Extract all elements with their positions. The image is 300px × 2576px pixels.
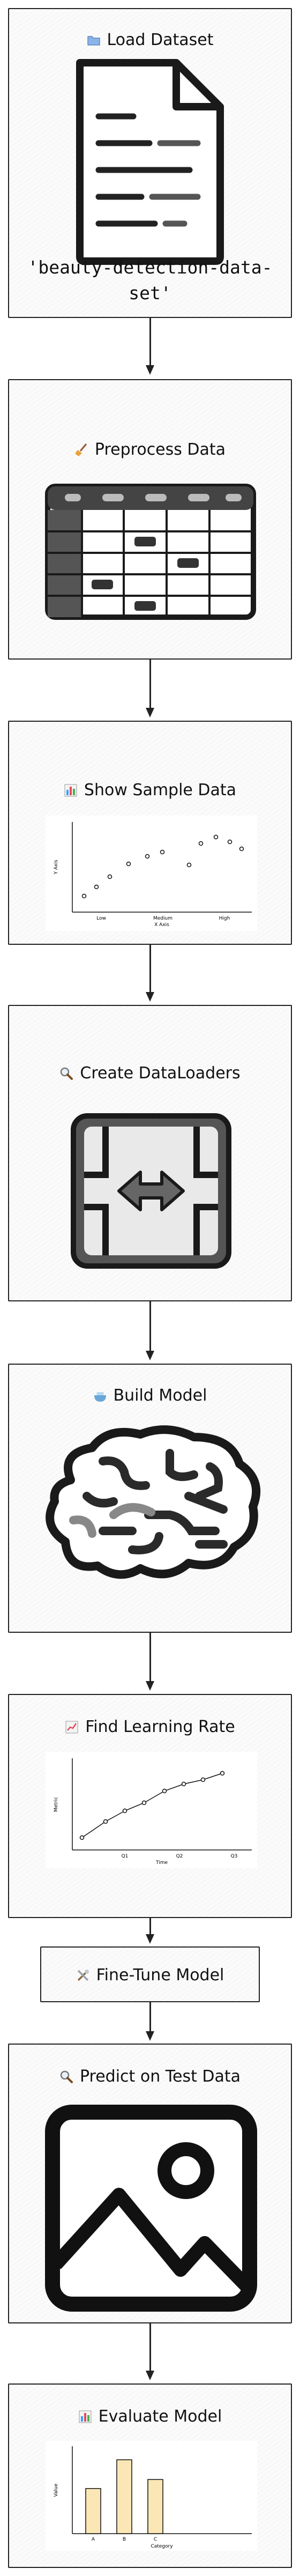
bar [116, 2459, 132, 2534]
y-axis-label: Value [54, 2483, 59, 2497]
x-axis-label: Category [151, 2544, 173, 2549]
node-title: Fine-Tune Model [41, 1966, 259, 1985]
node-title: Build Model [9, 1386, 291, 1405]
line-point [122, 1808, 128, 1813]
node-find-learning-rate[interactable]: Find Learning Rate Q1 Q2 Q3 Time Metric [8, 1694, 292, 1918]
scatter-point [107, 874, 112, 879]
bar-chart-icon [64, 783, 78, 797]
tick-label: Q1 [122, 1854, 129, 1859]
node-title: Load Dataset [9, 31, 291, 49]
node-title: Preprocess Data [9, 440, 291, 459]
scatter-point [213, 834, 219, 840]
scatter-point [81, 893, 87, 899]
broom-icon [74, 442, 88, 456]
line-point [79, 1835, 85, 1840]
line-point [141, 1800, 147, 1805]
bar-chart-icon [78, 2409, 92, 2423]
tick-label: High [219, 916, 230, 921]
brain-icon [46, 1425, 261, 1579]
tools-icon [76, 1968, 90, 1982]
line-point [103, 1819, 108, 1824]
tick-label: A [92, 2537, 95, 2542]
x-axis-label: Time [155, 1860, 168, 1866]
line-point [181, 1781, 186, 1787]
bar [85, 2488, 101, 2534]
tick-label: Medium [153, 916, 172, 921]
node-create-dataloaders[interactable]: Create DataLoaders [8, 1005, 292, 1301]
node-build-model[interactable]: Build Model [8, 1364, 292, 1633]
trend-chart-icon [65, 1720, 79, 1734]
line-point [200, 1777, 206, 1782]
scatter-point [227, 839, 232, 845]
line-point [220, 1771, 225, 1776]
line-point [162, 1788, 167, 1794]
tick-label: C [154, 2537, 157, 2542]
scatter-point [239, 846, 244, 852]
table-icon [45, 484, 256, 620]
magnifier-icon [59, 2069, 73, 2083]
document-icon [76, 59, 224, 265]
scatter-point [198, 841, 204, 846]
tick-label: B [123, 2537, 126, 2542]
node-title: Evaluate Model [9, 2407, 291, 2426]
node-evaluate-model[interactable]: Evaluate Model A B C Category Value [8, 2383, 292, 2568]
node-predict-test-data[interactable]: Predict on Test Data [8, 2044, 292, 2323]
node-title: Show Sample Data [9, 781, 291, 800]
magnifier-icon [59, 1066, 73, 1080]
scatter-point [186, 862, 192, 868]
tick-label: Q2 [176, 1854, 183, 1859]
node-fine-tune-model[interactable]: Fine-Tune Model [40, 1946, 260, 2002]
node-title: Find Learning Rate [9, 1718, 291, 1736]
bar [147, 2479, 163, 2534]
image-icon [45, 2105, 257, 2312]
x-axis-label: X Axis [154, 922, 169, 928]
learning-rate-chart: Q1 Q2 Q3 Time Metric [54, 1758, 252, 1866]
scatter-point [160, 849, 165, 855]
scatter-chart: Low Medium High X Axis Y Axis [54, 822, 252, 928]
node-show-sample-data[interactable]: Show Sample Data Low Medium High X Axis … [8, 721, 292, 945]
evaluation-bar-chart: A B C Category Value [54, 2446, 252, 2549]
y-axis-label: Metric [54, 1797, 59, 1812]
folder-icon [87, 33, 101, 47]
y-axis-label: Y Axis [54, 860, 59, 875]
tick-label: Q3 [231, 1854, 238, 1859]
node-load-dataset[interactable]: Load Dataset 'beauty-detection-data- set… [8, 8, 292, 318]
node-title: Create DataLoaders [9, 1064, 291, 1083]
node-title: Predict on Test Data [9, 2067, 291, 2086]
node-preprocess-data[interactable]: Preprocess Data [8, 379, 292, 660]
node-subtitle: 'beauty-detection-data- set' [27, 257, 273, 304]
scatter-point [145, 854, 150, 859]
tick-label: Low [96, 916, 106, 921]
scatter-point [94, 884, 99, 890]
transfer-icon [71, 1113, 231, 1269]
bowl-icon [93, 1388, 107, 1402]
scatter-point [126, 861, 131, 867]
